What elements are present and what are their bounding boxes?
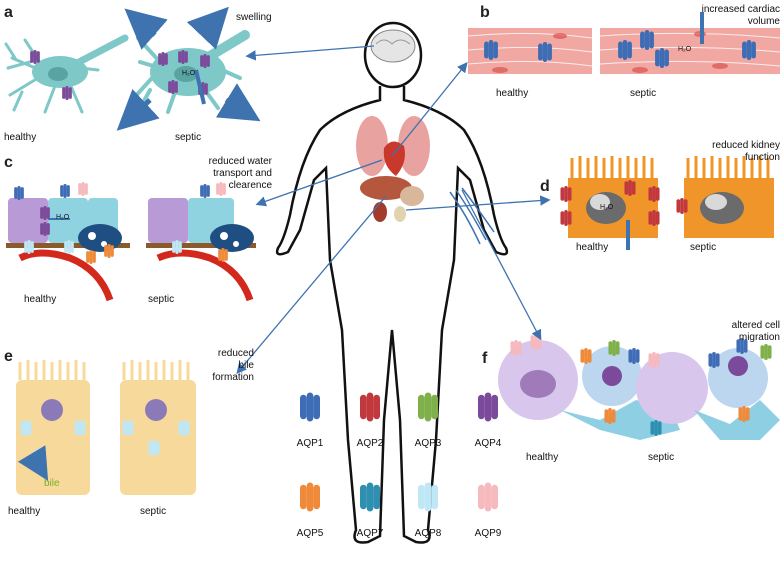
swelling-arrows xyxy=(116,6,261,131)
liver-icon xyxy=(360,176,412,200)
panel-d-water-label: H₂O xyxy=(600,204,614,211)
aqp7-legend-icon xyxy=(360,482,380,512)
panel-f-healthy-label: healthy xyxy=(526,452,559,463)
aqp4-legend-icon xyxy=(478,392,498,422)
aqp3-legend-icon xyxy=(418,392,438,422)
panel-a-illustration xyxy=(4,6,261,131)
panel-c-annotation-line3: clearence xyxy=(228,180,272,191)
aqp1-legend-icon xyxy=(300,392,320,422)
arrow-to-panel-b xyxy=(391,61,468,157)
panel-b-annotation-line1: increased cardiac xyxy=(701,4,780,15)
arrow-to-panel-c xyxy=(255,159,383,207)
panel-c-annotation-line2: transport and xyxy=(213,168,272,179)
brain-icon xyxy=(370,29,416,63)
arrow-to-panel-d xyxy=(405,195,551,211)
legend-label-aqp2: AQP2 xyxy=(356,438,384,449)
panel-d-letter: d xyxy=(540,178,550,195)
human-body-outline xyxy=(275,21,509,544)
aqp5-legend-icon xyxy=(300,482,320,512)
panel-c-letter: c xyxy=(4,154,13,171)
healthy-lung-cells xyxy=(6,198,130,302)
panel-a-healthy-label: healthy xyxy=(4,132,37,143)
legend-label-aqp7: AQP7 xyxy=(356,528,384,539)
panel-c-septic-label: septic xyxy=(148,294,175,305)
legend-label-aqp5: AQP5 xyxy=(296,528,324,539)
stomach-icon xyxy=(400,186,424,206)
connector-arrows xyxy=(236,45,551,374)
panel-e-septic-label: septic xyxy=(140,506,167,517)
septic-kidney-cell xyxy=(684,156,774,238)
septic-purple-cell xyxy=(636,352,708,424)
gallbladder-icon xyxy=(394,206,406,222)
arrow-to-panel-e xyxy=(236,195,387,374)
panel-d-annotation-line2: function xyxy=(744,152,780,163)
panel-f-illustration xyxy=(498,334,780,440)
panel-a-septic-label: septic xyxy=(175,132,202,143)
septic-liver-cell xyxy=(120,360,196,495)
septic-neuron-water-arrow xyxy=(194,69,206,105)
panel-a-water-label: H₂O xyxy=(182,70,196,77)
panel-f-annotation-line2: migration xyxy=(738,332,780,343)
heart-icon xyxy=(383,141,405,176)
panel-b-water-label: H₂O xyxy=(678,46,692,53)
legend-label-aqp9: AQP9 xyxy=(474,528,502,539)
panel-c-illustration xyxy=(6,182,256,302)
panel-e-healthy-label: healthy xyxy=(8,506,41,517)
panel-e-letter: e xyxy=(4,348,13,365)
panel-e-annotation-line1: reduced xyxy=(217,348,254,359)
legend-label-aqp3: AQP3 xyxy=(414,438,442,449)
aqp2-legend-icon xyxy=(360,392,380,422)
healthy-kidney-cell xyxy=(568,156,658,238)
panel-e-bile-label: bile xyxy=(44,478,60,489)
panel-c-healthy-label: healthy xyxy=(24,294,57,305)
panel-d-septic-label: septic xyxy=(690,242,717,253)
panel-d-illustration xyxy=(560,156,774,250)
panel-c-water-label: H₂O xyxy=(56,214,70,221)
panel-b-annotation-line2: volume xyxy=(747,16,780,27)
panel-e-annotation-line3: formation xyxy=(212,372,254,383)
panel-b-letter: b xyxy=(480,4,490,21)
panel-f-letter: f xyxy=(482,350,488,367)
arrow-to-panel-f xyxy=(461,189,542,341)
panel-b-septic-label: septic xyxy=(630,88,657,99)
blood-vessel-icon xyxy=(449,187,495,245)
kidney-icon xyxy=(373,202,387,222)
panel-a-letter: a xyxy=(4,4,13,21)
panel-d-annotation-line1: reduced kidney xyxy=(712,140,780,151)
arrow-to-panel-a xyxy=(245,45,375,61)
panel-b-illustration xyxy=(467,12,781,74)
aqp8-legend-icon xyxy=(418,482,438,512)
septic-lung-cells xyxy=(146,198,256,302)
healthy-neuron xyxy=(4,34,129,114)
panel-b-healthy-label: healthy xyxy=(496,88,529,99)
panel-e-illustration xyxy=(16,360,196,495)
panel-c-annotation-line1: reduced water xyxy=(208,156,272,167)
legend-label-aqp4: AQP4 xyxy=(474,438,502,449)
panel-f-septic-label: septic xyxy=(648,452,675,463)
legend-label-aqp8: AQP8 xyxy=(414,528,442,539)
aqp9-legend-icon xyxy=(478,482,498,512)
legend-label-aqp1: AQP1 xyxy=(296,438,324,449)
panel-f-annotation-line1: altered cell xyxy=(731,320,780,331)
panel-d-healthy-label: healthy xyxy=(576,242,609,253)
panel-e-annotation-line2: bile xyxy=(238,360,254,371)
panel-a-annotation: swelling xyxy=(236,12,272,23)
